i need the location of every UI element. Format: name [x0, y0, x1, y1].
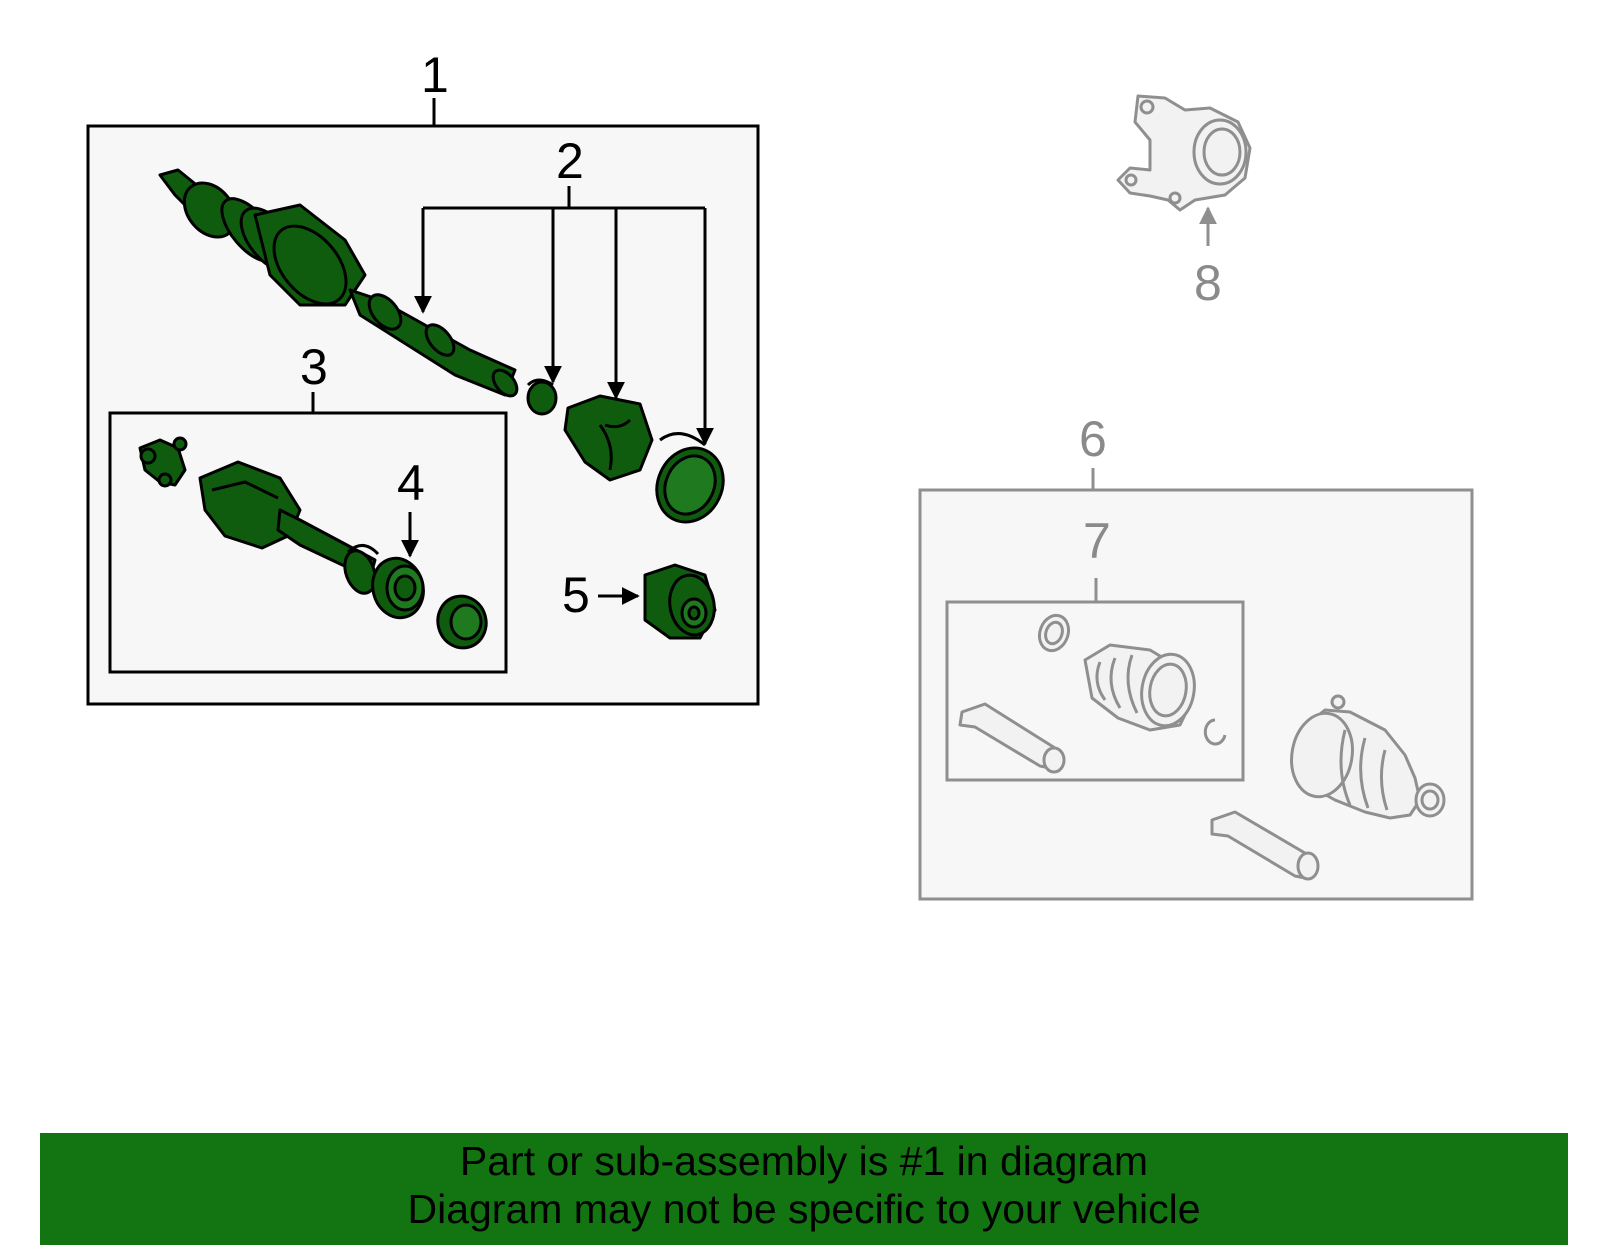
part-3-seal-ring[interactable] — [432, 591, 492, 654]
callout-7[interactable]: 7 — [1083, 513, 1111, 569]
callout-1[interactable]: 1 — [421, 47, 449, 103]
part-6-grease-tube[interactable] — [1210, 810, 1320, 881]
subassembly-3-group: 3 4 — [108, 339, 508, 674]
callout-5[interactable]: 5 — [562, 567, 590, 623]
callout-6[interactable]: 6 — [1079, 411, 1107, 467]
part-2-boot[interactable] — [563, 394, 654, 482]
callout-8[interactable]: 8 — [1194, 255, 1222, 311]
part-5-bushing[interactable] — [643, 563, 719, 640]
footer-line-1: Part or sub-assembly is #1 in diagram — [459, 1138, 1149, 1184]
part-7-boot[interactable] — [1083, 643, 1200, 732]
callout-2-leaders — [414, 186, 714, 446]
part-6-outer-boot[interactable] — [1285, 694, 1446, 820]
part-7-grease-tube[interactable] — [958, 702, 1066, 774]
part-8-knuckle[interactable] — [1116, 94, 1252, 212]
part-3-inner-housing[interactable] — [198, 460, 377, 580]
part-7-snap-ring[interactable] — [1203, 718, 1227, 746]
axle-shaft-assembly[interactable] — [158, 168, 522, 400]
part-2-clamp-small[interactable] — [526, 378, 558, 416]
part-3-tripod-joint[interactable] — [138, 436, 188, 488]
callout-3[interactable]: 3 — [300, 339, 328, 395]
footer-banner: Part or sub-assembly is #1 in diagram Di… — [40, 1133, 1568, 1245]
callout-4[interactable]: 4 — [397, 455, 425, 511]
part-7-clamp-ring[interactable] — [1035, 611, 1074, 654]
part-4-clamp-boot[interactable] — [339, 544, 430, 623]
footer-line-2: Diagram may not be specific to your vehi… — [407, 1186, 1201, 1232]
callout-2[interactable]: 2 — [556, 133, 584, 189]
assembly-6-group: 6 7 — [918, 411, 1474, 901]
assembly-1-group: 1 2 — [86, 47, 760, 706]
part-2-clamp-large[interactable] — [645, 432, 735, 533]
